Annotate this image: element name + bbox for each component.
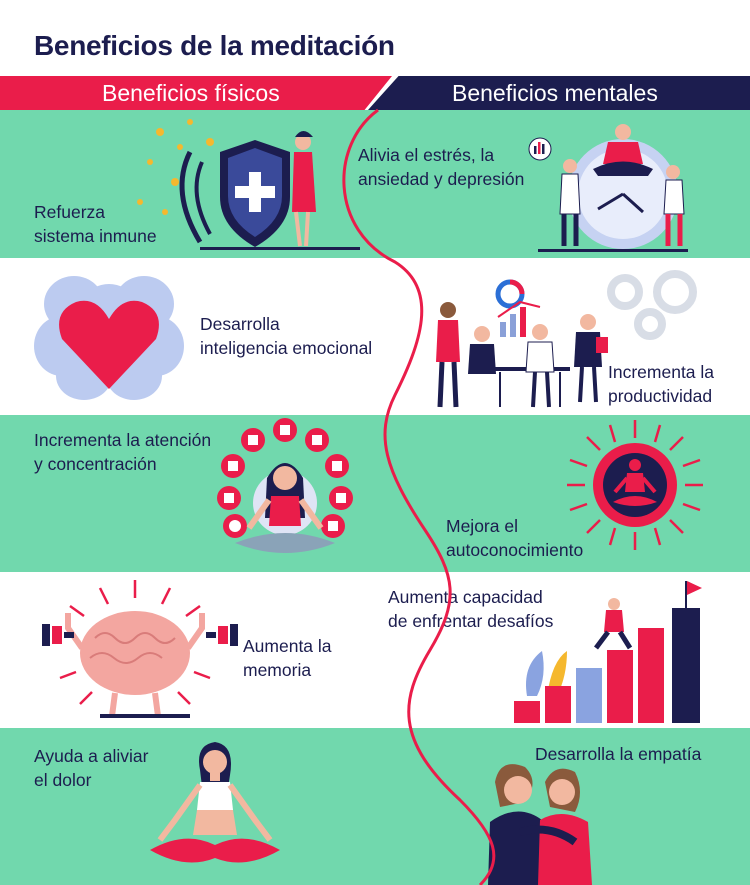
physical-benefits-header: Beneficios físicos [0, 76, 392, 110]
benefit-physical-4: Aumenta la memoria [243, 636, 332, 680]
benefit-mental-3: Mejora el autoconocimiento [446, 516, 584, 560]
brain-heart-icon [34, 276, 184, 400]
strong-brain-icon [42, 580, 238, 718]
clock-meditation-icon [528, 124, 688, 252]
hugging-women-icon [488, 764, 592, 885]
benefit-mental-2: Incrementa la productividad [608, 362, 715, 406]
physical-header-label: Beneficios físicos [102, 79, 280, 106]
meditating-woman-icon [217, 418, 353, 553]
benefit-physical-1: Refuerza sistema inmune [34, 202, 157, 246]
mental-header-label: Beneficios mentales [452, 79, 658, 106]
benefit-physical-3: Incrementa la atención y concentración [34, 430, 212, 474]
yoga-woman-icon [150, 742, 280, 863]
benefit-physical-2: Desarrolla inteligencia emocional [200, 314, 373, 358]
benefit-mental-1: Alivia el estrés, la ansiedad y depresió… [358, 145, 525, 189]
benefit-mental-5: Desarrolla la empatía [535, 744, 702, 764]
benefit-physical-5: Ayuda a aliviar el dolor [34, 746, 149, 790]
stairs-chart-icon [514, 581, 702, 723]
mental-benefits-header: Beneficios mentales [368, 76, 750, 110]
page-title: Beneficios de la meditación [34, 30, 395, 61]
sun-meditation-icon [567, 420, 703, 550]
shield-icon [137, 119, 360, 250]
